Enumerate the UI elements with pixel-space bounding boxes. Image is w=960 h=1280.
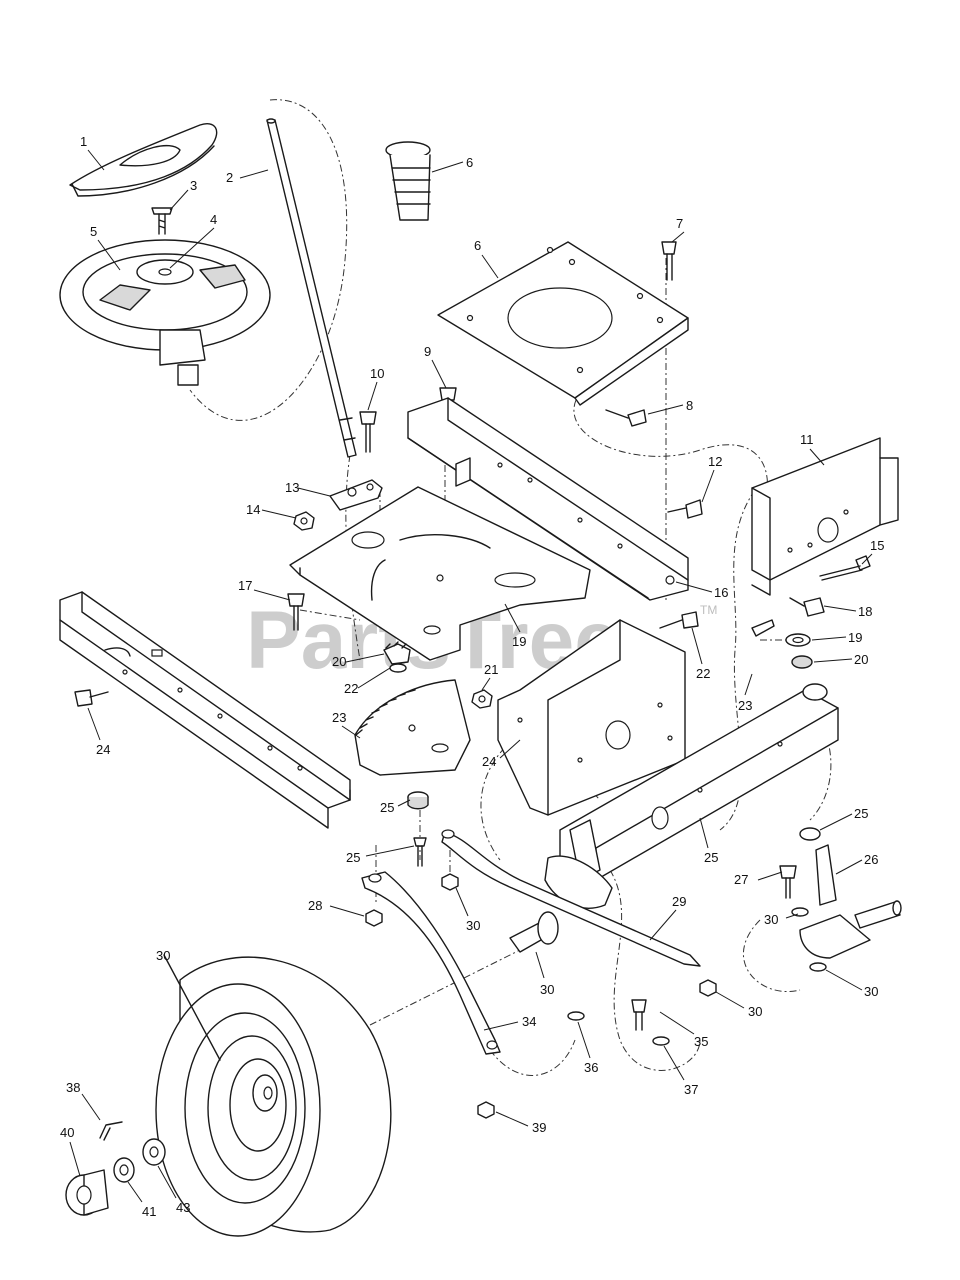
callout-9: 23 [332,710,346,725]
callout-22-a: 27 [734,872,748,887]
callout-6-a: 9 [424,344,431,359]
part-steering-plate-12 [289,486,591,661]
part-tie-rod-27 [441,829,701,967]
callout-41: 3 [190,178,197,193]
part-bolts-30 [74,241,825,707]
part-washers-bushings [751,619,821,841]
callout-1: 5 [90,224,97,239]
callout-16: 24 [482,754,496,769]
part-sector-gear-9 [354,679,471,776]
callout-43: 4 [210,212,217,227]
part-bolt-18 [819,555,871,581]
callout-15: 21 [484,662,498,677]
callouts: 1 2 3 4 5 6 6 7 8 9 10 11 12 13 14 15 16… [60,134,884,1219]
callout-2: 2 [226,170,233,185]
part-steering-wheel [59,239,271,386]
callout-24-b: 36 [584,1060,598,1075]
callout-30-c: 12 [708,454,722,469]
callout-19-b: 38 [66,1080,80,1095]
part-dash-plate [437,241,689,406]
callout-29: 34 [522,1014,536,1029]
callout-17: 11 [800,432,814,447]
callout-40: 6 [466,155,473,170]
callout-30-a: 7 [676,216,683,231]
part-spindle-28 [509,855,613,953]
callout-30-d: 18 [858,604,872,619]
callout-6-b: 17 [238,578,252,593]
callout-13: 6 [474,238,481,253]
callout-30-f: 24 [96,742,110,757]
callout-11: 25 [346,850,360,865]
callout-19-a: 23 [738,698,752,713]
part-steering-shaft [266,118,357,458]
callout-39: 10 [370,366,384,381]
part-bracket-17 [751,437,899,596]
callout-5: 14 [246,502,260,517]
part-spindle-21 [799,844,902,959]
callout-7: 20 [332,654,346,669]
callout-37: 19 [848,630,862,645]
callout-23-b: 37 [684,1082,698,1097]
callout-35: 43 [176,1200,190,1215]
callout-26: 25 [704,850,718,865]
part-side-plate-16 [497,619,686,816]
part-upper-channel-14 [407,397,689,601]
callout-8: 22 [344,681,358,696]
callout-25-d: 39 [532,1120,546,1135]
part-pinion-7 [383,641,411,673]
part-steering-boot [385,141,431,221]
callout-21: 26 [864,852,878,867]
part-wheel-34 [155,954,392,1237]
watermark-trademark: TM [700,603,717,617]
part-steering-cap [69,123,218,197]
callout-24-a: 30 [864,984,878,999]
callout-34: 30 [156,948,170,963]
callout-18: 15 [870,538,884,553]
callout-30-e: 22 [696,666,710,681]
part-nut-15 [471,689,493,709]
callout-25-b: 30 [466,918,480,933]
part-small-fasteners [287,387,457,631]
part-hub-hardware [65,1121,166,1216]
callout-4: 13 [285,480,299,495]
part-bolt-11 [413,837,427,867]
callout-27: 29 [672,894,686,909]
callout-14: 16 [714,585,728,600]
callout-3: 1 [80,134,87,149]
callout-23-a: 30 [764,912,778,927]
callout-38: 40 [60,1125,74,1140]
callout-30-b: 8 [686,398,693,413]
part-frame-rail [59,591,351,829]
part-bolt-41 [151,207,173,235]
callout-20-b: 25 [854,806,868,821]
part-bushing-10 [407,791,429,810]
part-small-hardware [365,865,827,1119]
callout-20-a: 20 [854,652,868,667]
callout-25-a: 28 [308,898,322,913]
callout-10: 25 [380,800,394,815]
callout-22-b: 35 [694,1034,708,1049]
callout-12: 19 [512,634,526,649]
part-drag-link-29 [361,871,501,1055]
callout-25-c: 30 [748,1004,762,1019]
callout-36: 41 [142,1204,156,1219]
callout-28: 30 [540,982,554,997]
